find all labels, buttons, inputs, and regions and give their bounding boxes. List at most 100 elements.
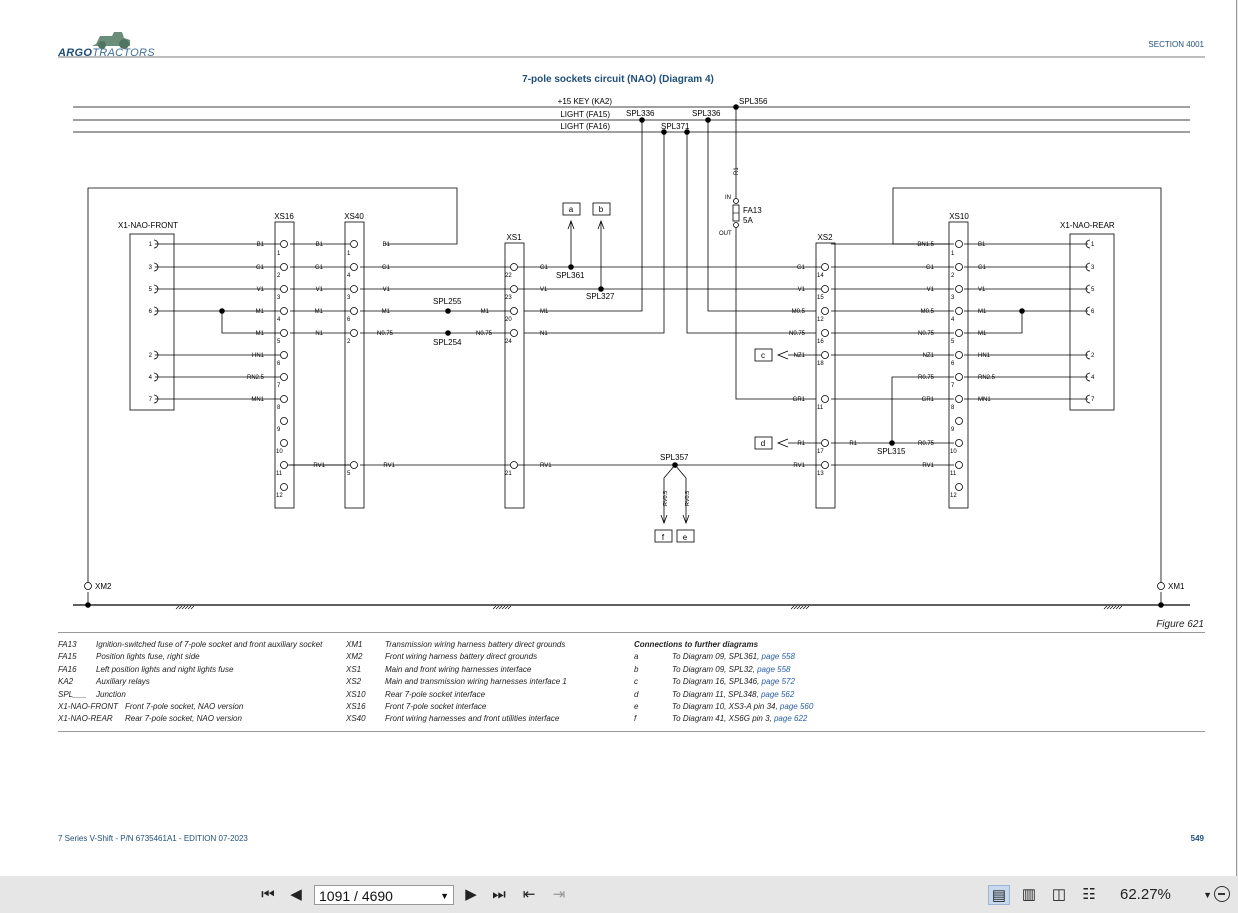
pin-number: 3 [951, 295, 955, 301]
pin-number: 4 [347, 273, 351, 279]
connector-label: X1-NAO-FRONT [118, 221, 178, 230]
wire-label: G1 [540, 265, 549, 271]
connector-label: X1-NAO-REAR [1060, 221, 1115, 230]
pin-number: 9 [277, 427, 281, 433]
chevron-down-icon[interactable]: ▼ [1203, 890, 1212, 900]
legend-key: e [634, 701, 639, 711]
section-label: SECTION 4001 [1148, 40, 1204, 49]
footer-edition: 7 Series V-Shift - P/N 6735461A1 - EDITI… [58, 834, 248, 843]
page-link[interactable]: page 562 [760, 689, 795, 699]
legend-value: Position lights fuse, right side [96, 652, 200, 662]
wire-label: RV1 [793, 463, 805, 469]
wire-label: N1 [315, 331, 323, 337]
pin-number: 5 [951, 339, 955, 345]
splice-label: SPL356 [739, 97, 768, 106]
legend-header: Connections to further diagrams [634, 640, 759, 649]
page-link[interactable]: page 560 [779, 701, 814, 711]
fuse-out-label: OUT [719, 231, 732, 237]
wire-label: MN1 [978, 397, 991, 403]
page-number-field[interactable]: 1091 / 4690 ▼ [314, 885, 454, 905]
continuous-facing-view-icon[interactable]: ☷ [1082, 886, 1096, 903]
pin-number: 12 [817, 317, 824, 323]
pin-number: 5 [1091, 287, 1095, 293]
pin-number: 16 [817, 339, 824, 345]
wire-label: V1 [257, 287, 265, 293]
diagram-title: 7-pole sockets circuit (NAO) (Diagram 4) [522, 74, 714, 85]
previous-page-icon[interactable]: ◀ [290, 886, 302, 903]
legend-key: b [634, 664, 639, 674]
legend-value: To Diagram 16, SPL346, [672, 677, 762, 687]
page-link[interactable]: page 558 [757, 664, 791, 674]
wire-label: R0.75 [918, 375, 935, 381]
ground-label: XM1 [1168, 582, 1185, 591]
pin-number: 24 [505, 339, 512, 345]
legend-row: b To Diagram 09, SPL32, page 558 [634, 664, 790, 676]
last-page-icon[interactable]: ⏭ [492, 886, 506, 903]
legend-value: To Diagram 41, XS6G pin 3, [672, 714, 774, 724]
wire-label: B1 [383, 242, 391, 248]
legend-key: XS1 [346, 664, 362, 674]
pin-number: 3 [277, 295, 281, 301]
legend-value: Junction [96, 689, 126, 699]
facing-view-icon[interactable]: ◫ [1051, 886, 1067, 903]
pin-number: 4 [951, 317, 955, 323]
bus-label: LIGHT (FA16) [560, 122, 610, 131]
fuse-rating: 5A [743, 216, 753, 225]
next-page-icon[interactable]: ▶ [465, 886, 477, 903]
pin-number: 5 [277, 339, 281, 345]
pin-number: 18 [817, 361, 824, 367]
zoom-out-icon[interactable] [1214, 886, 1230, 902]
connector-label: XS10 [949, 212, 969, 221]
wire-label: N0.75 [377, 331, 394, 337]
pin-number: 17 [817, 449, 824, 455]
legend-value: To Diagram 09, SPL361, [672, 652, 762, 662]
pin-number: 7 [277, 383, 281, 389]
wire-label: R0.75 [918, 441, 935, 447]
legend-value: Front 7-pole socket, NAO version [125, 701, 244, 711]
wire-label: M1 [315, 309, 324, 315]
legend-row: f To Diagram 41, XS6G pin 3, page 622 [634, 713, 807, 725]
legend-value: To Diagram 09, SPL32, [672, 664, 758, 674]
pin-number: 7 [1091, 397, 1095, 403]
pin-number: 3 [149, 265, 153, 271]
legend-value: Main and transmission wiring harnesses i… [385, 677, 567, 687]
legend-key: XM1 [346, 640, 363, 649]
tractor-logo-icon [92, 32, 130, 49]
legend-value: Rear 7-pole socket interface [385, 689, 486, 699]
wire-label: RV0.5 [685, 491, 691, 506]
wire-label: M1 [481, 309, 490, 315]
zoom-level[interactable]: 62.27%▼ [1120, 885, 1212, 905]
legend-key: f [634, 714, 637, 724]
page-link[interactable]: page 572 [761, 677, 795, 687]
pin-number: 1 [951, 251, 955, 257]
forward-view-icon[interactable]: ⇥ [552, 886, 566, 903]
wire-label: B1 [257, 242, 265, 248]
chevron-down-icon[interactable]: ▼ [440, 891, 449, 901]
pin-number: 8 [951, 405, 955, 411]
single-page-view-icon[interactable]: ▤ [988, 885, 1010, 905]
splice-label: SPL361 [556, 271, 585, 280]
wire-label: NZ1 [923, 353, 935, 359]
wire-label: V1 [316, 287, 324, 293]
page-link[interactable]: page 622 [773, 714, 808, 724]
legend-value: Auxiliary relays [96, 677, 150, 687]
pin-number: 3 [1091, 265, 1095, 271]
pin-number: 2 [347, 339, 351, 345]
legend-key: FA13 [58, 640, 77, 649]
legend-value: Main and front wiring harnesses interfac… [385, 664, 532, 674]
header-rule [58, 56, 1205, 58]
back-view-icon[interactable]: ⇤ [522, 886, 536, 903]
legend-value: To Diagram 11, SPL348, [672, 689, 761, 699]
wire-label: RN2.5 [978, 375, 996, 381]
legend-key: X1-NAO-REAR [58, 714, 113, 724]
wire-label: G1 [797, 265, 806, 271]
legend-value: Rear 7-pole socket, NAO version [125, 714, 242, 724]
pin-number: 5 [347, 471, 351, 477]
page-link[interactable]: page 558 [761, 652, 795, 662]
continuous-view-icon[interactable]: ▥ [1021, 886, 1037, 903]
pin-number: 5 [149, 287, 153, 293]
wire-label: V1 [383, 287, 391, 293]
page-number-value: 1091 / 4690 [319, 888, 393, 904]
first-page-icon[interactable]: ⏮ [261, 886, 275, 903]
